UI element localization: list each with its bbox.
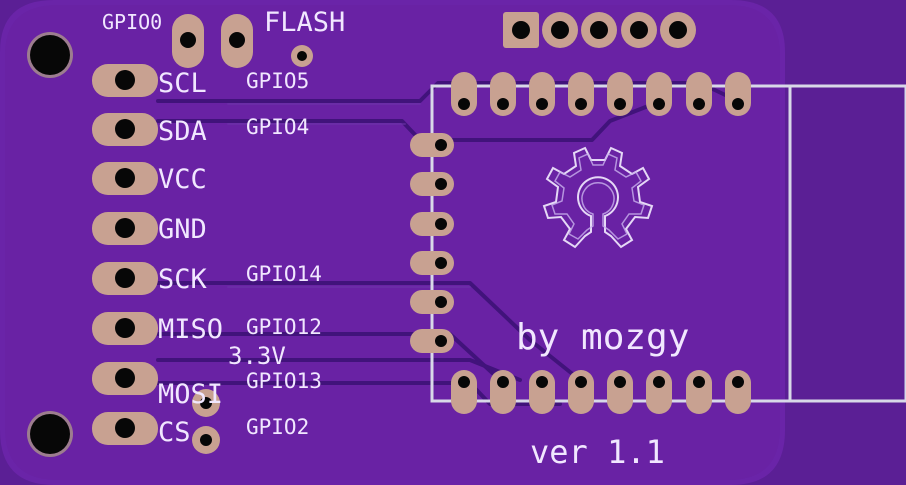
gear-inner-outline: [551, 153, 645, 240]
open-source-hardware-gear-icon: [542, 146, 654, 249]
via-3v3-top-hole: [200, 397, 212, 409]
trace-scl: [156, 81, 740, 103]
label-version: ver 1.1: [530, 433, 665, 471]
pin-hole-sck: [115, 268, 135, 288]
label-sda: SDA: [158, 116, 207, 147]
pin-sck: [92, 262, 158, 295]
module-top-pads: [451, 72, 751, 116]
label-mosi: MOSI: [158, 379, 223, 410]
label-gnd: GND: [158, 214, 207, 245]
hole-gpio0-left: [180, 32, 196, 48]
via-flash-hole: [297, 51, 307, 61]
top-connector: [503, 12, 696, 48]
label-author: by mozgy: [516, 317, 689, 358]
mounting-holes: [27, 32, 73, 457]
pin-hole-cs: [115, 418, 135, 438]
label-gpio14: GPIO14: [246, 262, 322, 286]
pin-mosi: [92, 362, 158, 395]
label-cs: CS: [158, 417, 191, 448]
label-gpio5: GPIO5: [246, 69, 309, 93]
connector-hole-5: [669, 21, 687, 39]
pin-cs: [92, 412, 158, 445]
label-gpio12: GPIO12: [246, 315, 322, 339]
silkscreen-labels: GPIO0 FLASH SCL SDA VCC GND SCK MISO MOS…: [102, 7, 689, 471]
connector-hole-2: [551, 21, 569, 39]
module-left-pads: [410, 133, 454, 353]
trace-sda: [156, 99, 663, 142]
antenna-outline: [788, 84, 906, 403]
connector-hole-4: [630, 21, 648, 39]
header-pins-left: [92, 64, 158, 445]
pin-vcc: [92, 162, 158, 195]
mounting-hole-top: [30, 35, 70, 75]
pin-hole-scl: [115, 70, 135, 90]
gear-outline: [542, 146, 654, 249]
label-gpio2: GPIO2: [246, 415, 309, 439]
trace-gpio13: [156, 381, 562, 406]
via-3v3-bottom-hole: [200, 434, 212, 446]
label-vcc: VCC: [158, 164, 207, 195]
mounting-hole-bottom: [30, 414, 70, 454]
pin-hole-sda: [115, 119, 135, 139]
pin-sda: [92, 113, 158, 146]
label-miso: MISO: [158, 314, 223, 345]
trace-sck: [156, 281, 582, 382]
label-sck: SCK: [158, 264, 208, 295]
pin-scl: [92, 64, 158, 97]
flash-jumper: [172, 14, 313, 68]
label-gpio4: GPIO4: [246, 115, 309, 139]
pin-hole-gnd: [115, 218, 135, 238]
pin-miso: [92, 312, 158, 345]
connector-hole-1: [512, 21, 530, 39]
pin-hole-vcc: [115, 168, 135, 188]
label-scl: SCL: [158, 68, 207, 99]
pin-hole-mosi: [115, 368, 135, 388]
label-gpio0: GPIO0: [102, 10, 162, 34]
small-vias: [192, 389, 220, 454]
pin-gnd: [92, 212, 158, 245]
pin-hole-miso: [115, 318, 135, 338]
module-bottom-pads: [451, 370, 751, 414]
label-gpio13: GPIO13: [246, 369, 322, 393]
connector-hole-3: [590, 21, 608, 39]
label-flash: FLASH: [264, 7, 345, 38]
hole-gpio0-right: [229, 32, 245, 48]
label-3v3: 3.3V: [228, 342, 286, 370]
